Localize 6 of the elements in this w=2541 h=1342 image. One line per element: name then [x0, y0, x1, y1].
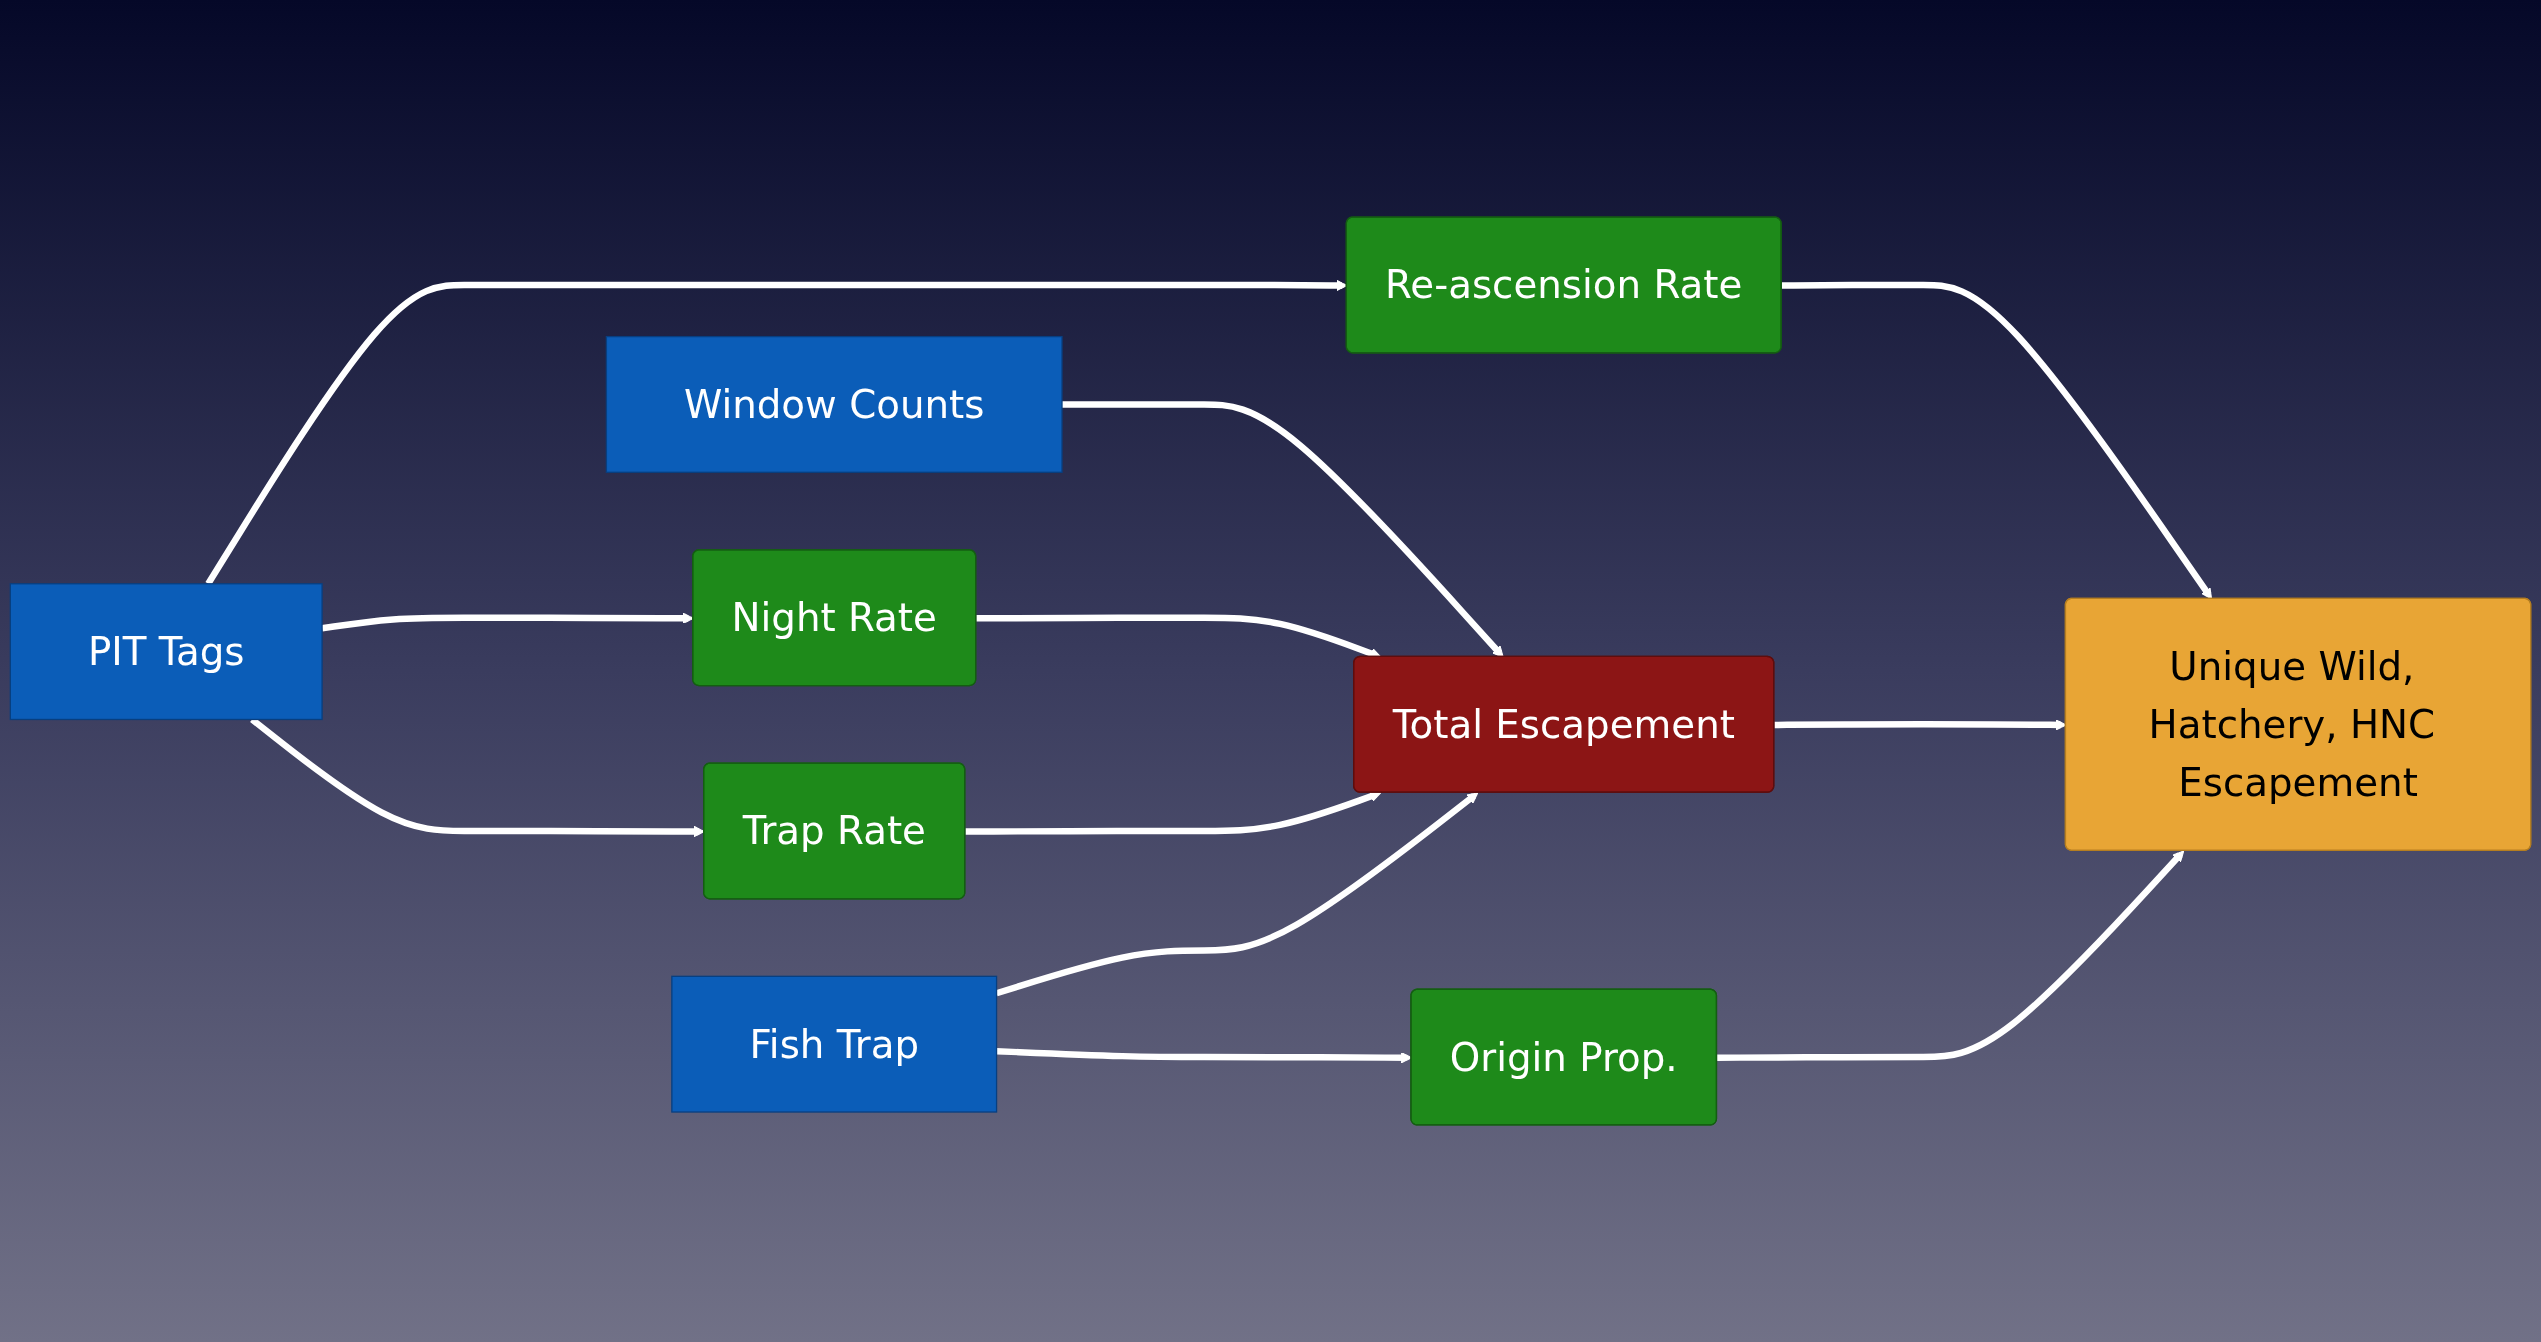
- node-box: Window Counts: [605, 335, 1063, 473]
- arrow: [1781, 281, 2213, 600]
- arrow: [1717, 850, 2185, 1061]
- node-box: PIT Tags: [9, 583, 323, 721]
- node-box: Fish Trap: [671, 975, 998, 1113]
- arrow: [1062, 401, 1504, 658]
